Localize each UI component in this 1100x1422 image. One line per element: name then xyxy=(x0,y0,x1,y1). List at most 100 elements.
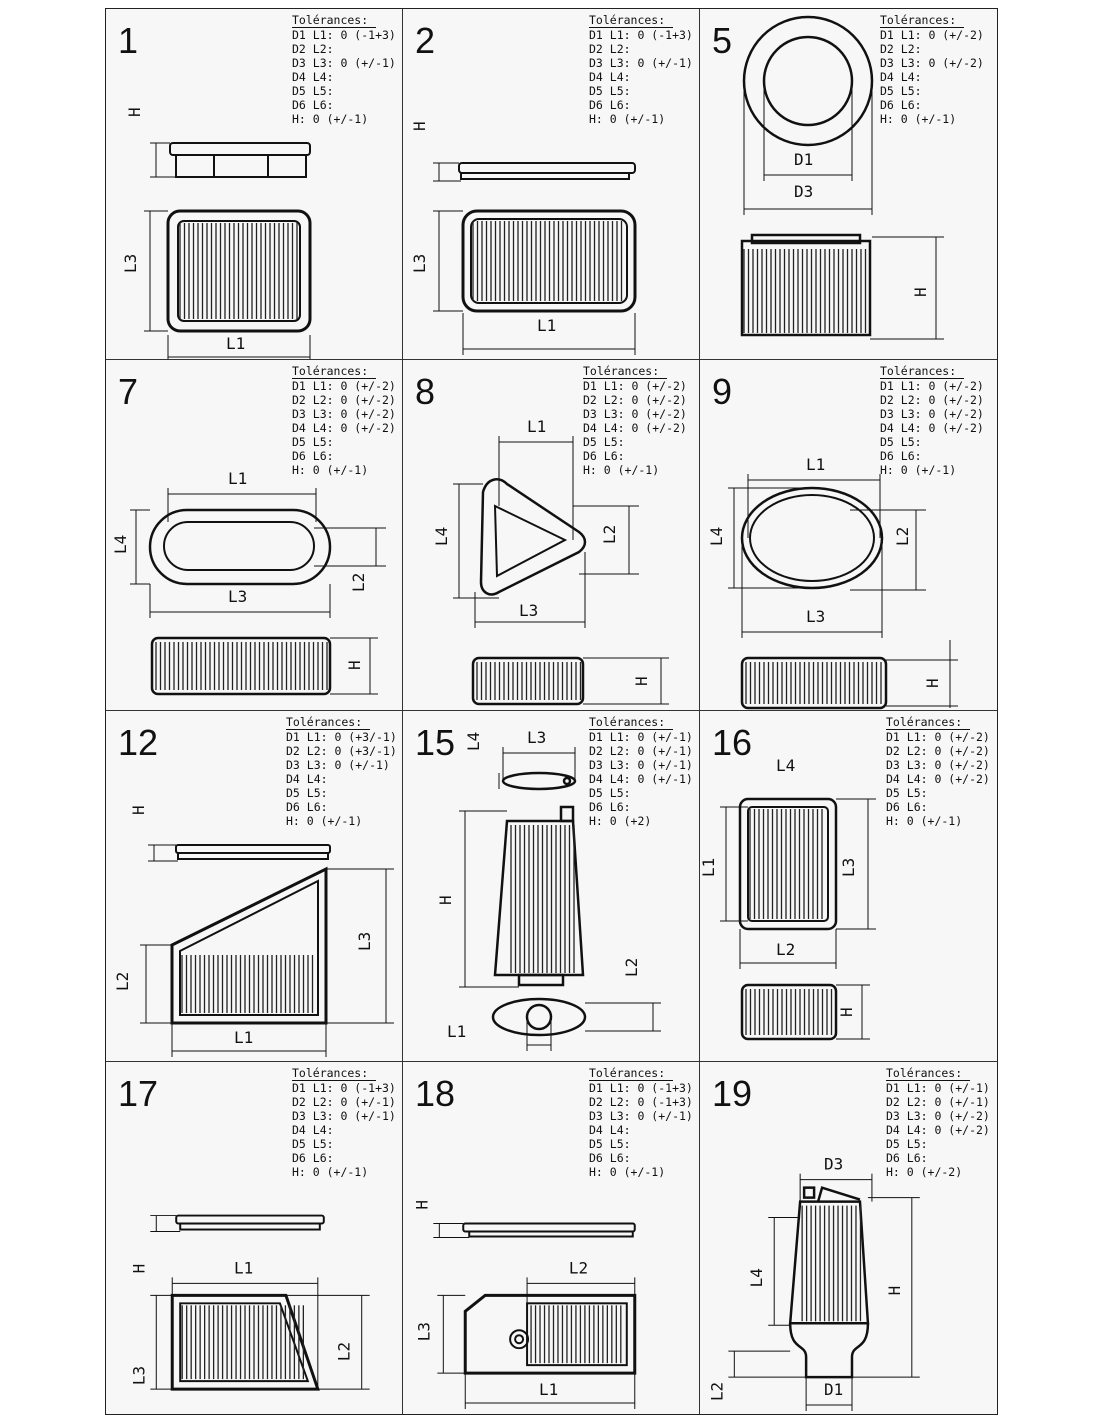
tolerance-title: Tolérances: xyxy=(880,13,964,28)
tolerance-line: D3 L3: 0 (+/-2) xyxy=(886,1109,990,1123)
tolerance-table: Tolérances: D1 L1: 0 (+/-2) D2 L2: 0 (+/… xyxy=(583,364,687,477)
dimension-label: H xyxy=(129,805,148,815)
tolerance-table: Tolérances: D1 L1: 0 (-1+3) D2 L2: D3 L3… xyxy=(292,13,396,126)
tolerance-line: H: 0 (+/-1) xyxy=(286,814,363,828)
dimension-label: L2 xyxy=(569,1258,588,1277)
tolerance-line: H: 0 (+2) xyxy=(589,814,652,828)
tolerance-line: D6 L6: xyxy=(292,449,334,463)
dimension-label: D3 xyxy=(794,182,813,201)
tolerance-line: D3 L3: 0 (+/-1) xyxy=(292,1109,396,1123)
dimension-label: L1 xyxy=(806,455,825,474)
filter-cell-18: 18 Tolérances: D1 L1: 0 (-1+3) D2 L2: 0 … xyxy=(403,1062,700,1414)
tolerance-title: Tolérances: xyxy=(292,1066,376,1081)
tolerance-table: Tolérances: D1 L1: 0 (+/-2) D2 L2: 0 (+/… xyxy=(880,364,984,477)
tolerance-title: Tolérances: xyxy=(589,1066,673,1081)
tolerance-line: D5 L5: xyxy=(589,84,631,98)
tolerance-line: D4 L4: 0 (+/-2) xyxy=(886,1123,990,1137)
dimension-label: L3 xyxy=(414,1322,433,1341)
tolerance-line: D5 L5: xyxy=(292,1137,334,1151)
tolerance-line: D3 L3: 0 (+/-2) xyxy=(583,407,687,421)
dimension-label: L3 xyxy=(839,858,858,877)
tolerance-line: D2 L2: 0 (+/-1) xyxy=(589,744,693,758)
filter-drawing: L4 L1 L3 L2 H xyxy=(700,756,876,1041)
filter-cell-5: 5 Tolérances: D1 L1: 0 (+/-2) D2 L2: D3 … xyxy=(700,9,997,360)
filter-drawing: L1 L4 L2 L3 H xyxy=(707,455,958,710)
dimension-label: L1 xyxy=(700,858,718,877)
tolerance-line: D2 L2: 0 (+/-1) xyxy=(886,1095,990,1109)
dimension-label: L4 xyxy=(432,527,451,546)
tolerance-line: H: 0 (+/-1) xyxy=(880,463,957,477)
tolerance-line: D1 L1: 0 (+/-2) xyxy=(886,730,990,744)
tolerance-title: Tolérances: xyxy=(886,1066,970,1081)
dimension-label: L4 xyxy=(707,527,726,546)
tolerance-line: D4 L4: 0 (+/-2) xyxy=(880,421,984,435)
filter-cell-7: 7 Tolérances: D1 L1: 0 (+/-2) D2 L2: 0 (… xyxy=(106,360,403,711)
tolerance-table: Tolérances: D1 L1: 0 (+/-2) D2 L2: 0 (+/… xyxy=(886,715,990,828)
tolerance-table: Tolérances: D1 L1: 0 (+3/-1) D2 L2: 0 (+… xyxy=(286,715,397,828)
tolerance-line: D2 L2: xyxy=(589,42,631,56)
tolerance-title: Tolérances: xyxy=(292,364,376,379)
dimension-label: L4 xyxy=(747,1268,766,1287)
tolerance-line: D1 L1: 0 (+/-1) xyxy=(886,1081,990,1095)
filter-number: 15 xyxy=(415,722,456,763)
tolerance-line: H: 0 (+/-1) xyxy=(886,814,963,828)
dimension-label: H xyxy=(436,895,455,905)
tolerance-line: H: 0 (+/-2) xyxy=(886,1165,963,1179)
tolerance-line: H: 0 (+/-1) xyxy=(589,112,666,126)
dimension-label: D1 xyxy=(824,1380,843,1399)
tolerance-line: D5 L5: xyxy=(589,1137,631,1151)
tolerance-table: Tolérances: D1 L1: 0 (+/-2) D2 L2: 0 (+/… xyxy=(292,364,396,477)
filter-number: 17 xyxy=(118,1073,159,1114)
tolerance-line: D1 L1: 0 (-1+3) xyxy=(589,1081,693,1095)
tolerance-title: Tolérances: xyxy=(583,364,667,379)
filter-drawing: D1 D3 H xyxy=(740,15,944,340)
filter-number: 16 xyxy=(712,722,753,763)
tolerance-title: Tolérances: xyxy=(880,364,964,379)
tolerance-line: D6 L6: xyxy=(583,449,625,463)
dimension-label: H xyxy=(911,287,930,297)
tolerance-table: Tolérances: D1 L1: 0 (-1+3) D2 L2: D3 L3… xyxy=(589,13,693,126)
filter-number: 7 xyxy=(118,371,139,412)
tolerance-line: D5 L5: xyxy=(880,84,922,98)
tolerance-line: D6 L6: xyxy=(292,98,334,112)
dimension-label: L3 xyxy=(519,601,538,620)
tolerance-title: Tolérances: xyxy=(589,13,673,28)
filter-cell-19: 19 Tolérances: D1 L1: 0 (+/-1) D2 L2: 0 … xyxy=(700,1062,997,1414)
filter-cell-9: 9 Tolérances: D1 L1: 0 (+/-2) D2 L2: 0 (… xyxy=(700,360,997,711)
dimension-label: H xyxy=(410,121,429,131)
tolerance-line: D1 L1: 0 (+/-2) xyxy=(292,379,396,393)
filter-drawing: L1 L4 L2 L3 H xyxy=(111,469,386,696)
dimension-label: L1 xyxy=(537,316,556,335)
tolerance-line: D1 L1: 0 (+/-2) xyxy=(880,379,984,393)
tolerance-line: D4 L4: 0 (+/-1) xyxy=(589,772,693,786)
dimension-label: L3 xyxy=(121,254,140,273)
dimension-label: L4 xyxy=(111,535,130,554)
dimension-label: L1 xyxy=(234,1028,253,1047)
dimension-label: L4 xyxy=(464,732,483,751)
tolerance-table: Tolérances: D1 L1: 0 (+/-1) D2 L2: 0 (+/… xyxy=(886,1066,990,1179)
dimension-label: H xyxy=(885,1286,904,1296)
dimension-label: L3 xyxy=(806,607,825,626)
tolerance-line: H: 0 (+/-1) xyxy=(292,1165,369,1179)
tolerance-line: D1 L1: 0 (-1+3) xyxy=(292,1081,396,1095)
tolerance-line: D5 L5: xyxy=(886,1137,928,1151)
tolerance-line: D3 L3: 0 (+/-2) xyxy=(292,407,396,421)
dimension-label: L3 xyxy=(410,254,429,273)
tolerance-table: Tolérances: D1 L1: 0 (-1+3) D2 L2: 0 (-1… xyxy=(589,1066,693,1179)
dimension-label: L2 xyxy=(349,573,368,592)
tolerance-table: Tolérances: D1 L1: 0 (+/-2) D2 L2: D3 L3… xyxy=(880,13,984,126)
tolerance-line: D2 L2: 0 (-1+3) xyxy=(589,1095,693,1109)
tolerance-line: D1 L1: 0 (+3/-1) xyxy=(286,730,397,744)
tolerance-line: D1 L1: 0 (+/-1) xyxy=(589,730,693,744)
tolerance-line: D6 L6: xyxy=(886,1151,928,1165)
filter-drawing: L1 L4 L2 L3 H xyxy=(432,417,669,706)
dimension-label: H xyxy=(412,1200,431,1210)
tolerance-title: Tolérances: xyxy=(286,715,370,730)
filter-drawing: D3 L4 H L2 D1 xyxy=(707,1155,920,1412)
tolerance-line: D6 L6: xyxy=(886,800,928,814)
filter-number: 2 xyxy=(415,20,436,61)
tolerance-line: H: 0 (+/-1) xyxy=(880,112,957,126)
filter-cell-2: 2 Tolérances: D1 L1: 0 (-1+3) D2 L2: D3 … xyxy=(403,9,700,360)
filter-number: 19 xyxy=(712,1073,753,1114)
tolerance-line: D4 L4: xyxy=(286,772,328,786)
